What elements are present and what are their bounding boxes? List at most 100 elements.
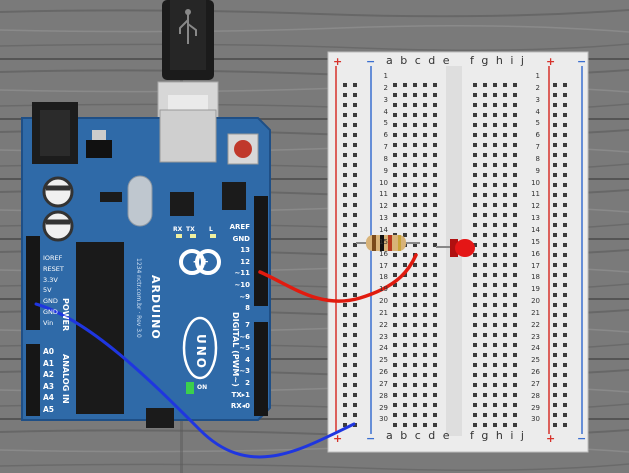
row-label: 21 [531,308,540,317]
pin-label: 2 [245,378,250,387]
reset-button[interactable] [227,133,259,165]
row-label: 30 [379,415,388,424]
row-label: 13 [531,214,540,223]
pin-label: ~9 [239,292,250,301]
capacitor [42,176,74,208]
row-label: 19 [531,285,540,294]
column-label: a [386,429,395,442]
row-label: 25 [531,356,540,365]
column-label: e [442,54,452,67]
row-label: 1 [535,72,540,80]
row-label: 13 [379,214,388,223]
row-label: 9 [383,166,388,175]
arduino-logo [179,249,221,275]
row-label: 29 [531,403,540,412]
row-label: 27 [379,379,388,388]
row-label: 17 [379,261,388,270]
rx-label: RX [173,226,183,233]
column-label: f [470,54,476,67]
column-label: c [414,429,423,442]
rail-minus-label: − [366,55,376,68]
row-label: 28 [531,391,540,400]
row-label: 26 [379,368,388,377]
pin-label: A1 [43,358,55,368]
row-label: 8 [535,154,540,163]
on-led [186,382,194,394]
pin-label: A3 [43,381,55,391]
pin-label: 4 [245,355,250,364]
column-label: i [510,429,516,442]
row-label: 5 [383,119,388,128]
breadboard-column-header-top: a b c d e [386,54,456,67]
row-label: 25 [379,356,388,365]
row-label: 12 [531,202,540,211]
on-label: ON [197,384,208,391]
analog-label: ANALOG IN [61,354,70,404]
pin-label: 5V [43,286,52,295]
pin-label: RESET [43,264,64,273]
row-label: 9 [535,166,540,175]
pin-label: 8 [245,304,250,313]
column-label: b [400,429,410,442]
row-label: 12 [379,202,388,211]
rail-minus-label: − [577,432,587,445]
row-label: 18 [531,273,540,282]
column-label: f [470,429,476,442]
rail-plus-label: + [546,55,556,68]
digital-label: DIGITAL (PWM~) [231,312,240,387]
pin-label: A0 [43,347,55,356]
pin-label: A2 [43,370,55,379]
row-label: 20 [379,297,388,306]
column-label: b [400,54,410,67]
rail-minus-label: − [366,432,376,445]
capacitor [42,210,74,242]
pin-label: TX▸1 [231,390,250,399]
row-label: 15 [531,237,540,246]
row-label: 28 [379,391,388,400]
column-label: h [495,429,505,442]
l-label: L [209,226,213,233]
digital-header-bottom [254,322,268,416]
pin-label: ~3 [239,367,250,376]
model-label: UNO [194,334,208,370]
resistor [356,235,420,251]
row-label: 4 [383,107,388,116]
row-label: 10 [531,178,540,187]
column-label: g [481,429,491,442]
column-label: c [414,54,423,67]
row-label: 22 [379,320,388,329]
row-label: 14 [531,225,540,234]
row-label: 10 [379,178,388,187]
usb-port [159,109,217,163]
column-label: a [386,54,395,67]
row-label: 23 [379,332,388,341]
column-label: d [428,54,438,67]
pin-label: A4 [43,393,55,402]
row-label: 11 [531,190,540,199]
column-label: g [481,54,491,67]
pin-label: A5 [43,404,55,414]
row-label: 22 [531,320,540,329]
pin-label: 12 [240,257,250,266]
pin-label: 3.3V [43,275,58,284]
rail-minus-label: − [577,55,587,68]
breadboard-column-header-bottom: a b c d e [386,429,456,442]
column-label: j [520,429,526,442]
pin-label: GND [232,234,250,243]
column-label: h [495,54,505,67]
row-label: 24 [379,344,388,353]
tx-label: TX [186,226,195,233]
pin-label: 13 [240,246,250,255]
pin-label: 7 [245,321,250,329]
arduino-board [21,102,271,428]
row-label: 7 [383,143,388,152]
row-label: 16 [531,249,540,258]
digital-header-top [254,196,268,306]
row-label: 7 [535,143,540,152]
logo-symbols: -+ [192,255,212,268]
column-label: e [442,429,452,442]
rail-plus-label: + [333,55,343,68]
red-wire [258,253,418,303]
